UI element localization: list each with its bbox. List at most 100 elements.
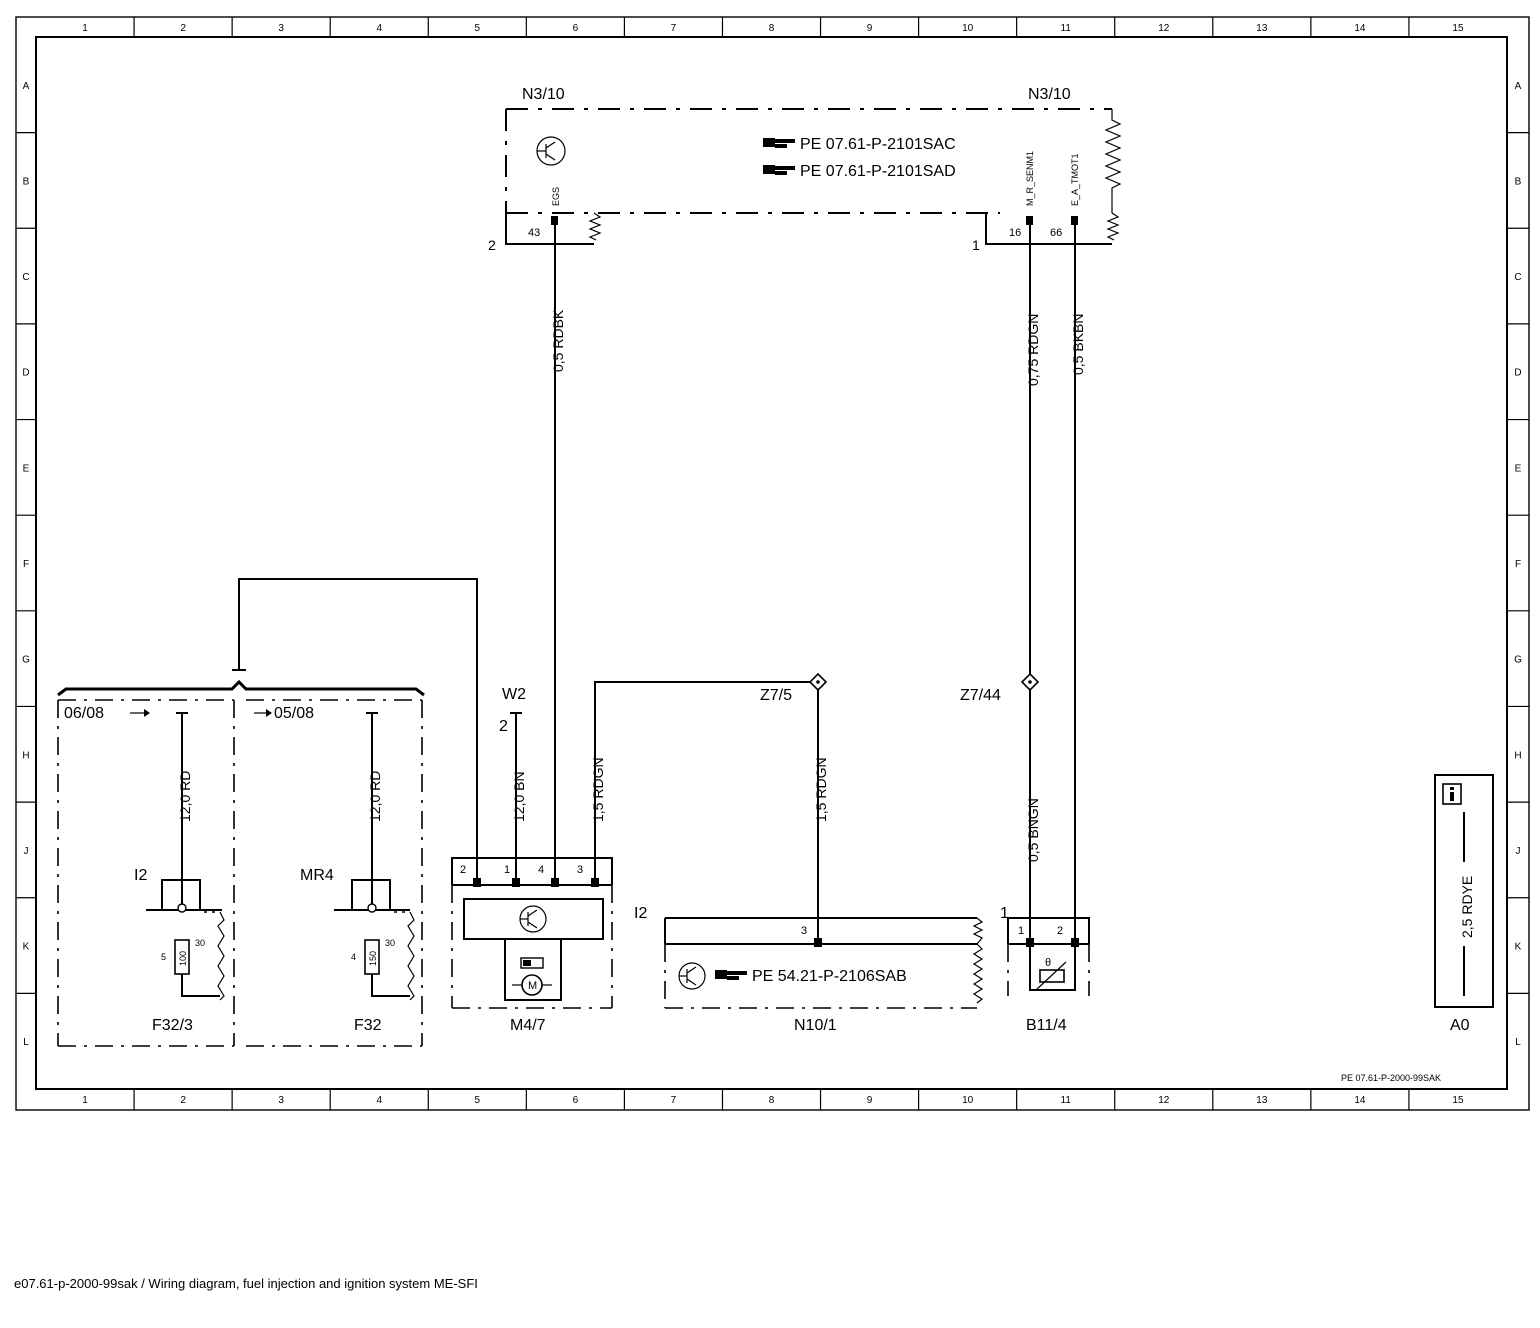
row-label: F (1515, 559, 1521, 570)
column-label: 11 (1061, 1095, 1072, 1106)
n3-10-label-left: N3/10 (522, 86, 565, 103)
fuse-150-rating: 150 (368, 951, 378, 966)
arrow-right-icon (254, 709, 272, 717)
i2-label-mid: I2 (634, 905, 647, 922)
m4-7-component: 2 1 4 3 M M4/7 (451, 857, 613, 1034)
column-label: 10 (962, 1095, 974, 1106)
column-label: 7 (671, 1095, 677, 1106)
pe-reference-sab: PE 54.21-P-2106SAB (752, 968, 907, 985)
pe-reference-sac: PE 07.61-P-2101SAC (800, 136, 956, 153)
b11-4-sensor: 1 1 2 θ B11/4 (1000, 905, 1090, 1034)
pin-66: 66 (1050, 227, 1062, 239)
column-label: 6 (573, 1095, 579, 1106)
wire-bn-label: 12,0 BN (511, 771, 527, 822)
wire-rdgn-15a (594, 681, 818, 878)
n10-pin-3: 3 (801, 925, 807, 937)
column-label: 14 (1354, 1095, 1366, 1106)
row-label: A (1515, 81, 1522, 92)
pin-egs-terminal (551, 216, 558, 225)
column-label: 10 (962, 23, 974, 34)
pin-mr-senm1: M_R_SENM1 (1025, 151, 1035, 206)
transistor-icon (678, 962, 706, 990)
m4-pin-1: 1 (504, 864, 510, 876)
f32-3-label: F32/3 (152, 1017, 193, 1034)
row-label: F (23, 559, 29, 570)
row-label: J (24, 846, 29, 857)
row-label: D (22, 368, 29, 379)
row-label: K (1515, 942, 1522, 953)
column-label: 8 (769, 1095, 775, 1106)
row-label: C (22, 272, 29, 283)
w2-label: W2 (502, 686, 526, 703)
column-label: 9 (867, 1095, 873, 1106)
arrow-right-icon (130, 709, 150, 717)
pe-reference-sad: PE 07.61-P-2101SAD (800, 163, 956, 180)
i2-label-left: I2 (134, 867, 147, 884)
column-label: 7 (671, 23, 677, 34)
b11-pin-1: 1 (1018, 925, 1024, 937)
row-label: H (22, 750, 29, 761)
fuse-pin-30a: 30 (195, 938, 205, 948)
column-label: 5 (475, 1095, 481, 1106)
fuse-pin-30b: 30 (385, 938, 395, 948)
info-icon (1442, 783, 1462, 805)
row-label: J (1516, 846, 1521, 857)
drawing-frame (35, 36, 1508, 1090)
n10-1-label: N10/1 (794, 1017, 837, 1034)
wire-rdgn-15a-label: 1,5 RDGN (590, 757, 606, 822)
wire-bngn-label: 0,5 BNGN (1025, 798, 1041, 862)
document-reference: PE 07.61-P-2000-99SAK (1341, 1073, 1441, 1083)
row-label: L (1515, 1037, 1521, 1048)
connector-2-label: 2 (488, 237, 496, 253)
wire-bkbn-label: 0,5 BKBN (1070, 314, 1086, 375)
fuse-100-rating: 100 (178, 951, 188, 966)
a0-info-box: 2,5 RDYE A0 (1434, 774, 1494, 1034)
outer-frame (15, 16, 1530, 1111)
column-label: 13 (1256, 1095, 1268, 1106)
column-label: 11 (1061, 23, 1072, 34)
column-label: 5 (475, 23, 481, 34)
column-label: 15 (1452, 1095, 1464, 1106)
fuse-pin-5: 5 (161, 952, 166, 962)
row-label: B (1515, 176, 1522, 187)
column-label: 3 (278, 23, 284, 34)
plug-icon (520, 957, 544, 969)
pin-ea-tmot1: E_A_TMOT1 (1070, 153, 1080, 206)
m4-7-label: M4/7 (510, 1017, 546, 1034)
transistor-icon (536, 136, 566, 166)
ref-06-08: 06/08 (64, 705, 104, 722)
reference-hand-icon (715, 970, 747, 980)
f32-label: F32 (354, 1017, 382, 1034)
connector-1-label: 1 (972, 237, 980, 253)
wire-rdbk-label: 0,5 RDBK (550, 309, 566, 372)
a0-wire-label: 2,5 RDYE (1459, 876, 1475, 938)
column-label: 2 (180, 23, 186, 34)
w2-pin: 2 (499, 718, 508, 735)
column-label: 1 (82, 23, 88, 34)
column-label: 9 (867, 23, 873, 34)
thermistor-icon (1039, 969, 1065, 983)
column-label: 3 (278, 1095, 284, 1106)
column-label: 13 (1256, 23, 1268, 34)
pin-16: 16 (1009, 227, 1021, 239)
column-label: 14 (1354, 23, 1366, 34)
m4-pin-3: 3 (577, 864, 583, 876)
reference-hand-icon (763, 138, 795, 148)
wire-rd-right-label: 12,0 RD (367, 771, 383, 822)
pin-66-terminal (1071, 216, 1078, 225)
row-label: L (23, 1037, 29, 1048)
row-label: G (22, 655, 30, 666)
m4-pin-4: 4 (538, 864, 544, 876)
column-label: 8 (769, 23, 775, 34)
column-label: 1 (82, 1095, 88, 1106)
b11-4-label: B11/4 (1026, 1017, 1067, 1034)
row-label: K (23, 942, 30, 953)
pin-16-terminal (1026, 216, 1033, 225)
wire-rdgn-15b-label: 1,5 RDGN (813, 757, 829, 822)
wire-feed-m4-7 (238, 578, 478, 878)
pin-43: 43 (528, 227, 540, 239)
column-label: 4 (376, 1095, 382, 1106)
